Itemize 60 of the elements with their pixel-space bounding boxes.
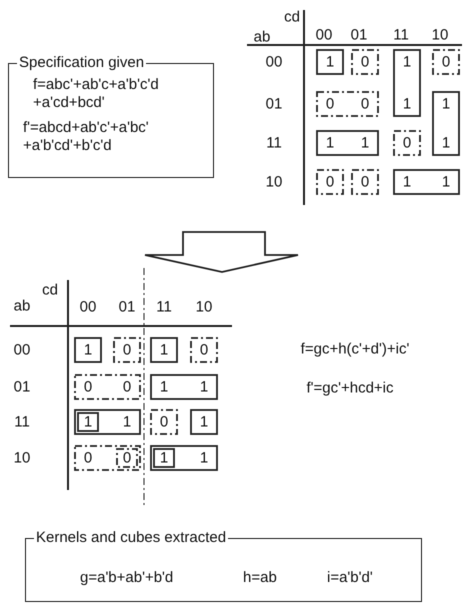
map-value: 1 <box>442 96 450 112</box>
map-value: 1 <box>402 54 412 70</box>
formula: i=a'b'd' <box>327 569 373 587</box>
map-value: 1 <box>326 54 334 70</box>
row-header: 00 <box>266 54 282 70</box>
formula: g=a'b+ab'+b'd <box>80 569 174 587</box>
map-value: 0 <box>326 96 334 112</box>
column-header: 00 <box>316 26 332 44</box>
map-value: 1 <box>402 96 412 112</box>
map-value: 1 <box>160 450 168 466</box>
row-header: 00 <box>14 342 30 358</box>
map-value: 0 <box>160 414 168 430</box>
column-header: 00 <box>80 298 96 316</box>
column-header: 10 <box>432 26 448 44</box>
axis-label: ab <box>14 298 30 314</box>
formula: f=abc'+ab'c+a'b'c'd +a'cd+bcd' <box>33 76 160 112</box>
map-value: 0 <box>122 342 132 358</box>
axis-label: cd <box>284 8 300 26</box>
row-header: 10 <box>266 174 282 190</box>
map-value: 0 <box>84 450 92 466</box>
map-value: 0 <box>442 54 450 70</box>
map-value: 1 <box>360 134 370 152</box>
map-value: 1 <box>84 414 92 430</box>
map-value: 1 <box>160 342 168 358</box>
map-value: 1 <box>442 134 450 152</box>
formula: h=ab <box>243 569 277 587</box>
map-value: 1 <box>122 414 132 430</box>
map-value: 0 <box>402 134 412 152</box>
box-heading: Specification given <box>17 54 146 72</box>
column-header: 01 <box>118 298 136 316</box>
map-value: 0 <box>326 174 334 190</box>
map-value: 1 <box>200 378 208 396</box>
map-value: 0 <box>200 342 208 358</box>
map-value: 1 <box>200 414 208 430</box>
row-header: 10 <box>14 450 30 466</box>
map-value: 1 <box>402 174 412 190</box>
map-value: 1 <box>326 134 334 152</box>
map-value: 0 <box>122 378 132 396</box>
map-value: 1 <box>200 450 208 466</box>
map-value: 0 <box>122 450 132 466</box>
map-value: 0 <box>360 174 370 190</box>
row-header: 11 <box>14 414 30 430</box>
equation: f'=gc'+hcd+ic <box>306 380 394 396</box>
map-value: 0 <box>360 96 370 112</box>
map-value: 1 <box>160 378 168 396</box>
row-header: 01 <box>266 96 282 112</box>
map-value: 0 <box>360 54 370 70</box>
column-header: 11 <box>156 298 172 316</box>
column-header: 01 <box>350 26 368 44</box>
axis-label: cd <box>42 282 58 298</box>
column-header: 10 <box>196 298 212 316</box>
formula: f'=abcd+ab'c'+a'bc' +a'b'cd'+b'c'd <box>23 119 150 155</box>
row-header: 01 <box>14 378 30 396</box>
axis-label: ab <box>254 28 270 46</box>
equation: f=gc+h(c'+d')+ic' <box>300 340 410 358</box>
column-header: 11 <box>393 26 409 44</box>
map-value: 1 <box>84 342 92 358</box>
map-value: 1 <box>442 174 450 190</box>
row-header: 11 <box>266 134 282 152</box>
map-value: 0 <box>84 378 92 396</box>
